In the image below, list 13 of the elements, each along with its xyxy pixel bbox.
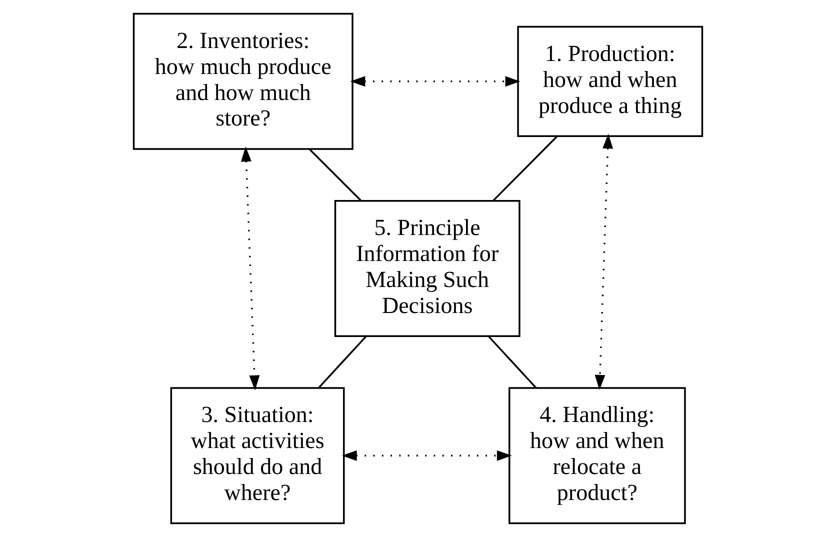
- connector: [488, 336, 536, 388]
- arrow: [594, 134, 613, 390]
- connector: [492, 136, 558, 202]
- node-box: 3. Situation: what activities should do and where?: [170, 387, 344, 524]
- node-box: 1. Production: how and when produce a thing: [516, 26, 703, 137]
- arrow: [240, 146, 260, 390]
- arrow: [350, 76, 520, 87]
- connector: [318, 336, 366, 388]
- arrow: [341, 450, 512, 461]
- node-box: 2. Inventories: how much produce and how much store?: [132, 12, 353, 150]
- connector: [308, 148, 362, 202]
- node-box: 5. Principle Information for Making Such Decisions: [334, 200, 520, 337]
- node-box: 4. Handling: how and when relocate a product?: [508, 387, 686, 524]
